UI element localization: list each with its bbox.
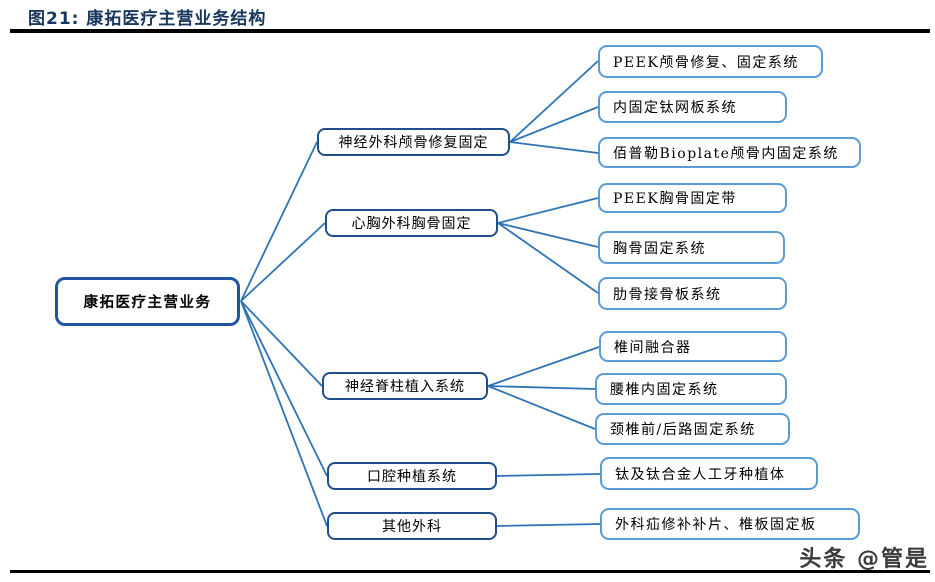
- connector: [497, 197, 599, 224]
- connector: [487, 385, 596, 390]
- leaf-node: 胸骨固定系统: [598, 231, 785, 264]
- figure-title: 图21: 康拓医疗主营业务结构: [28, 9, 267, 29]
- connector: [240, 300, 328, 527]
- connector: [509, 141, 599, 154]
- branch-node-dental-implant: 口腔种植系统: [327, 462, 497, 490]
- leaf-node: 内固定钛网板系统: [598, 91, 787, 123]
- leaf-node: 钛及钛合金人工牙种植体: [600, 457, 818, 490]
- branch-node-neurosurgery-cranial: 神经外科颅骨修复固定: [317, 128, 510, 156]
- branch-node-spinal-implant: 神经脊柱植入系统: [322, 372, 488, 400]
- connector: [240, 141, 318, 302]
- connector: [240, 300, 328, 477]
- leaf-node: PEEK胸骨固定带: [598, 183, 787, 213]
- connector: [497, 222, 599, 248]
- connector: [240, 222, 326, 302]
- leaf-node: 佰普勒Bioplate颅骨内固定系统: [598, 137, 861, 168]
- root-node: 康拓医疗主营业务: [55, 277, 240, 326]
- leaf-node: PEEK颅骨修复、固定系统: [598, 45, 823, 78]
- connector: [509, 60, 599, 143]
- leaf-node: 腰椎内固定系统: [595, 373, 787, 405]
- leaf-node: 外科疝修补补片、椎板固定板: [600, 508, 860, 540]
- branch-node-cardiothoracic-sternum: 心胸外科胸骨固定: [325, 209, 498, 237]
- connector: [509, 106, 599, 143]
- leaf-node: 椎间融合器: [599, 331, 787, 362]
- connector: [496, 523, 601, 527]
- bottom-rule: [10, 570, 930, 573]
- connector: [496, 473, 601, 477]
- connector: [240, 300, 323, 387]
- leaf-node: 颈椎前/后路固定系统: [595, 413, 790, 445]
- connector: [497, 222, 599, 294]
- leaf-node: 肋骨接骨板系统: [598, 277, 787, 310]
- branch-node-other-surgery: 其他外科: [327, 512, 497, 540]
- connector: [487, 385, 596, 430]
- title-underline: [10, 29, 930, 33]
- watermark: 头条 @管是: [799, 547, 929, 572]
- connector: [487, 346, 600, 387]
